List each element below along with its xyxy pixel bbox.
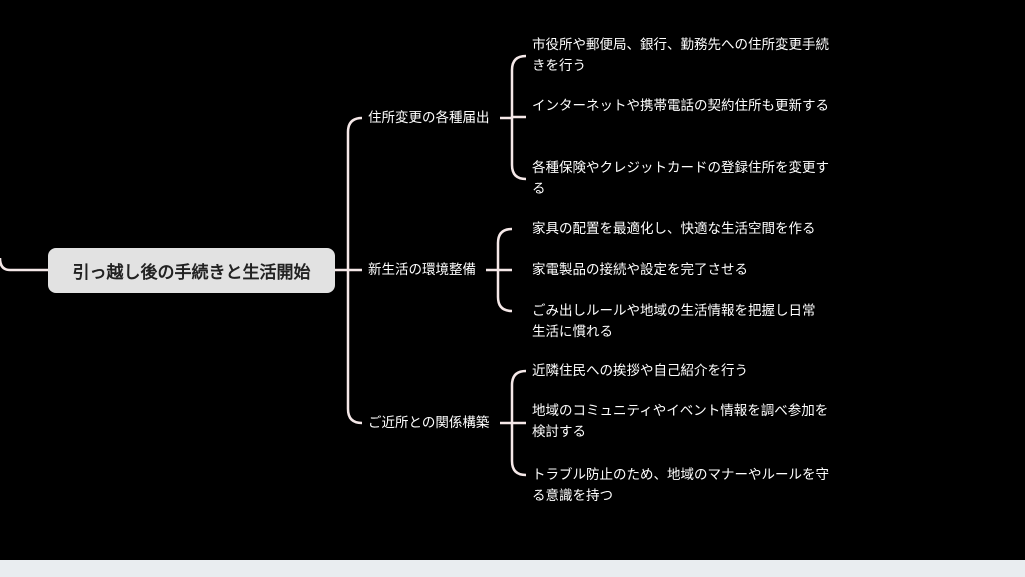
leaf-node[interactable]: 家電製品の接続や設定を完了させる: [532, 262, 748, 278]
bracket-group-2: [486, 227, 513, 313]
leaf-node[interactable]: 地域のコミュニティやイベント情報を調べ参加を検討する: [532, 403, 829, 440]
leaf-node[interactable]: トラブル防止のため、地域のマナーやルールを守る意識を持つ: [532, 467, 829, 504]
leaf-node[interactable]: 近隣住民への挨拶や自己紹介を行う: [532, 363, 748, 379]
bracket-group-1: [500, 54, 527, 181]
main-bracket: [346, 116, 363, 425]
branch-node-neighbors[interactable]: ご近所との関係構築: [368, 415, 490, 431]
leaf-node[interactable]: 市役所や郵便局、銀行、勤務先への住所変更手続きを行う: [532, 37, 829, 74]
leaf-node[interactable]: ごみ出しルールや地域の生活情報を把握し日常生活に慣れる: [532, 303, 816, 340]
leaf-node[interactable]: 家具の配置を最適化し、快適な生活空間を作る: [532, 221, 816, 237]
leaf-node[interactable]: 各種保険やクレジットカードの登録住所を変更する: [532, 160, 829, 197]
root-incoming-connector: [0, 257, 48, 272]
root-label: 引っ越し後の手続きと生活開始: [72, 263, 311, 283]
bracket-group-3: [500, 369, 527, 477]
leaf-node[interactable]: インターネットや携帯電話の契約住所も更新する: [532, 98, 829, 114]
bottom-bar: [0, 560, 1025, 577]
branch-node-new-life[interactable]: 新生活の環境整備: [368, 262, 476, 278]
branch-node-address-change[interactable]: 住所変更の各種届出: [368, 110, 490, 126]
root-node[interactable]: 引っ越し後の手続きと生活開始: [48, 248, 335, 293]
